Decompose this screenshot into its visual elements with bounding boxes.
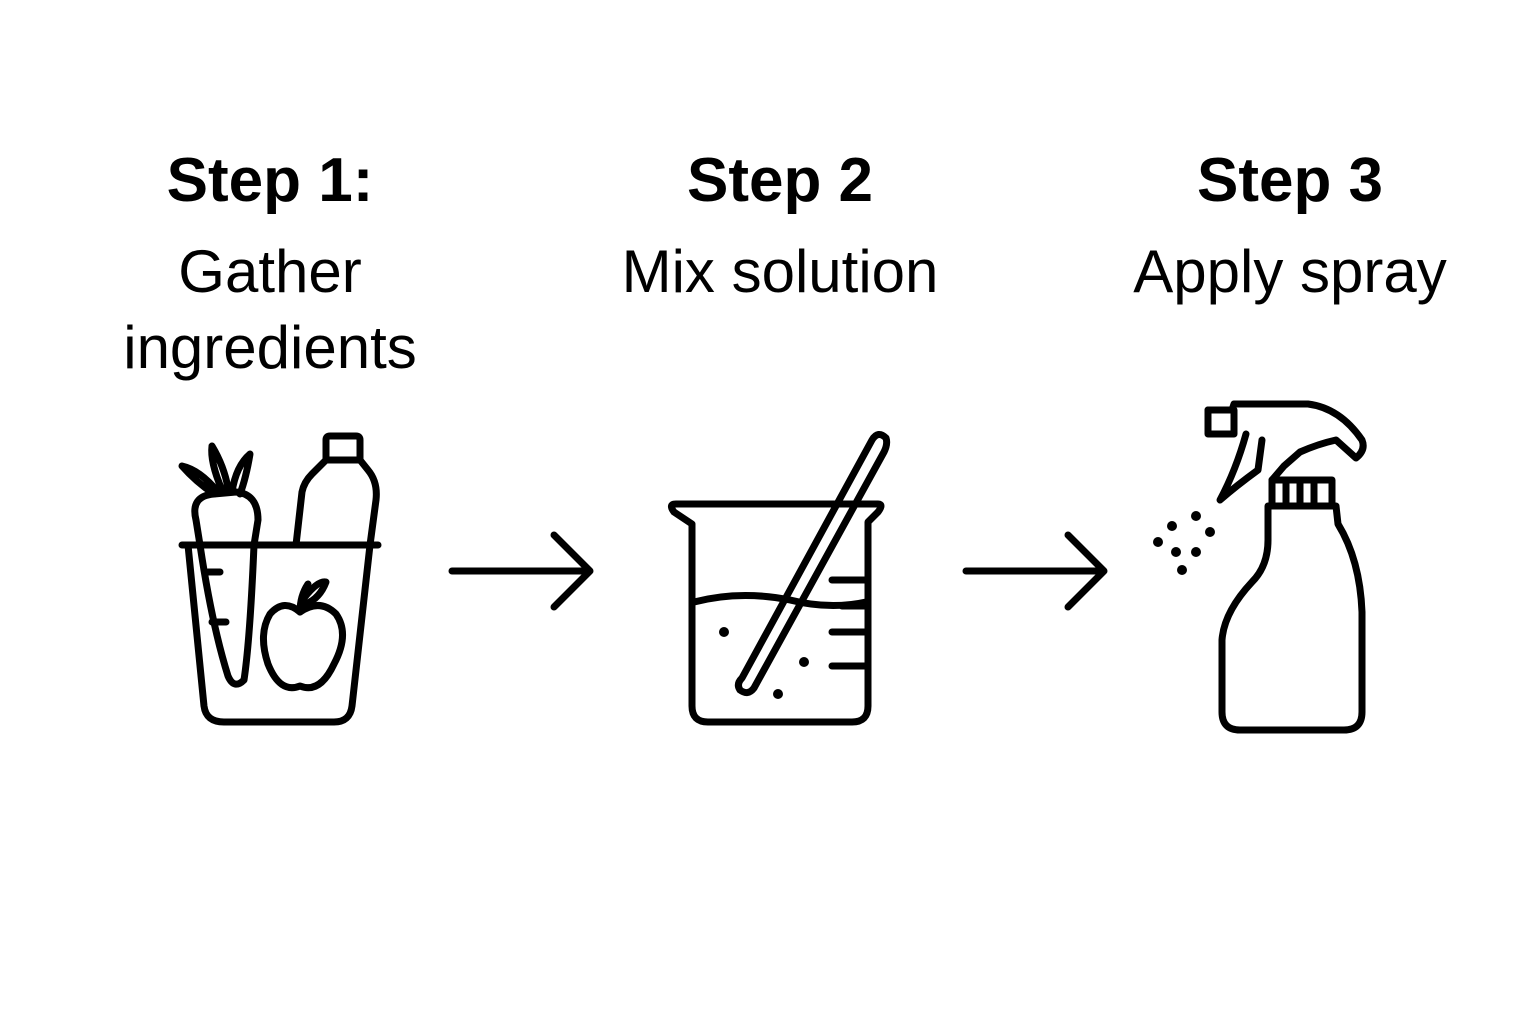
- step-3-label: Step 3: [1196, 146, 1384, 215]
- arrow-right-icon: [448, 531, 594, 611]
- step-1-heading: Step 1: Gather ingredients: [60, 150, 480, 386]
- step-1-label: Step 1:: [166, 146, 374, 215]
- step-1-description: Gather ingredients: [123, 238, 417, 381]
- step-3-heading: Step 3 Apply spray: [1080, 150, 1500, 310]
- basket-icon: [178, 432, 382, 726]
- step-2-description: Mix solution: [621, 238, 939, 305]
- step-2-heading: Step 2 Mix solution: [560, 150, 1000, 310]
- step-2-label: Step 2: [686, 146, 874, 215]
- spray-bottle-icon: [1153, 400, 1367, 734]
- arrow-right-icon: [962, 531, 1108, 611]
- beaker-icon: [667, 431, 891, 726]
- step-3-description: Apply spray: [1133, 238, 1447, 305]
